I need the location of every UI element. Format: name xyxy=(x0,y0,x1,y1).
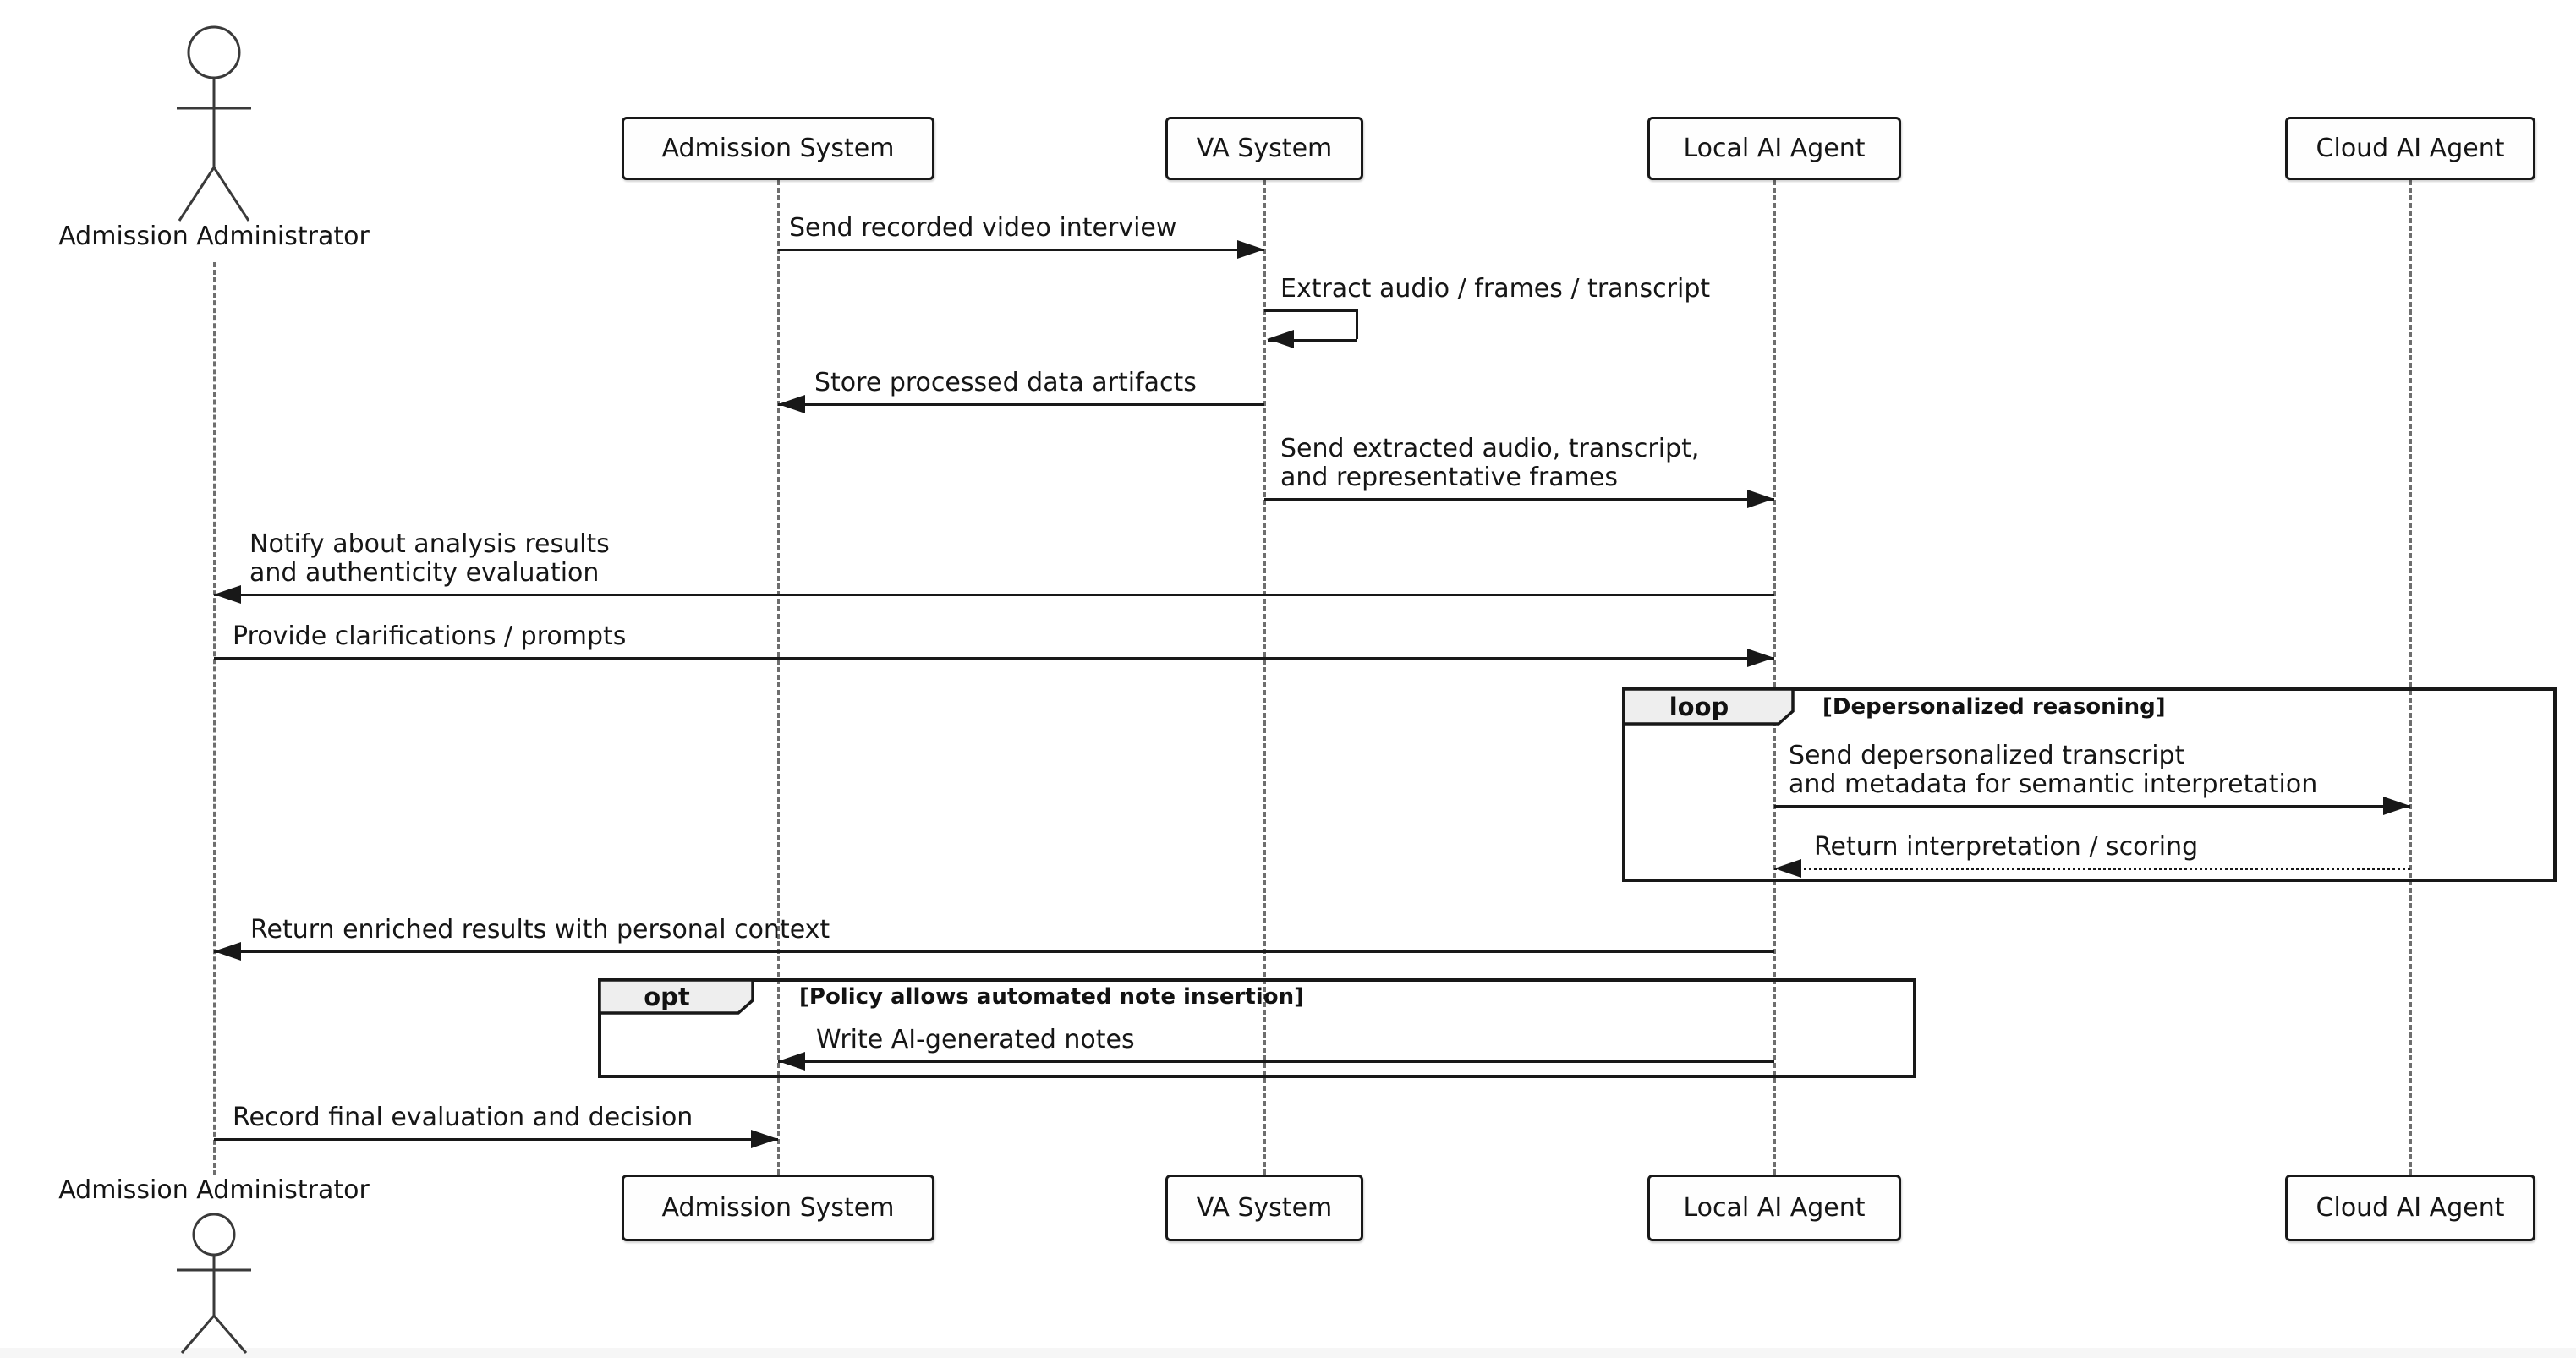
participant-label: Cloud AI Agent xyxy=(2316,1193,2505,1223)
participant-box-bottom-va: VA System xyxy=(1165,1175,1363,1241)
viewport-bottom-edge xyxy=(0,1348,2576,1358)
actor-label-top: Admission Administrator xyxy=(58,222,370,251)
participant-box-bottom-local_ai: Local AI Agent xyxy=(1647,1175,1901,1241)
participant-box-top-va: VA System xyxy=(1165,117,1363,180)
actor-label-bottom: Admission Administrator xyxy=(58,1175,370,1205)
message-label-line: Notify about analysis results xyxy=(249,529,610,559)
message-arrowhead xyxy=(2383,797,2410,815)
message-label-line: Return enriched results with personal co… xyxy=(250,915,830,945)
message-arrowhead xyxy=(778,1052,805,1071)
message-arrowhead xyxy=(1237,240,1264,259)
message-label-line: Send recorded video interview xyxy=(789,213,1177,243)
message-arrow xyxy=(1264,497,1774,501)
message-arrow xyxy=(778,1060,1774,1063)
fragment-loop-frame xyxy=(1622,687,2557,882)
lifeline-admission_system xyxy=(776,180,780,1175)
actor-figure-bottom xyxy=(177,1213,251,1354)
message-arrowhead xyxy=(1747,649,1774,667)
participant-box-top-admission_system: Admission System xyxy=(622,117,934,180)
fragment-operator: loop xyxy=(1669,692,1729,721)
participant-label: VA System xyxy=(1196,134,1333,163)
fragment-guard: [Policy allows automated note insertion] xyxy=(799,984,1304,1010)
message-label-line: Store processed data artifacts xyxy=(814,368,1197,397)
fragment-guard: [Depersonalized reasoning] xyxy=(1822,694,2166,720)
message-label-line: and representative frames xyxy=(1280,463,1618,492)
participant-label: Admission System xyxy=(661,134,895,163)
participant-box-top-local_ai: Local AI Agent xyxy=(1647,117,1901,180)
fragment-opt-label-pentagon xyxy=(598,978,754,1015)
message-label-line: Write AI-generated notes xyxy=(816,1025,1135,1054)
participant-box-bottom-cloud_ai: Cloud AI Agent xyxy=(2285,1175,2535,1241)
fragment-operator: opt xyxy=(644,982,690,1011)
lifeline-cloud_ai xyxy=(2409,180,2412,1175)
participant-label: Local AI Agent xyxy=(1683,134,1866,163)
participant-label: Admission System xyxy=(661,1193,895,1223)
message-arrowhead xyxy=(1774,859,1801,878)
message-label-line: Send depersonalized transcript xyxy=(1789,741,2185,770)
actor-figure-top xyxy=(177,25,251,222)
lifeline-local_ai xyxy=(1773,180,1776,1175)
message-label-line: Record final evaluation and decision xyxy=(233,1103,693,1132)
message-label-line: Provide clarifications / prompts xyxy=(233,622,627,651)
fragment-loop-label-pentagon xyxy=(1622,687,1795,726)
message-arrowhead xyxy=(1267,330,1294,348)
participant-label: Cloud AI Agent xyxy=(2316,134,2505,163)
message-arrowhead xyxy=(751,1130,778,1148)
lifeline-va xyxy=(1263,180,1266,1175)
message-label-line: Return interpretation / scoring xyxy=(1814,832,2199,862)
participant-label: VA System xyxy=(1196,1193,1333,1223)
message-arrowhead xyxy=(214,585,241,604)
message-arrow xyxy=(778,248,1264,251)
message-arrow xyxy=(1774,804,2410,808)
message-self-side xyxy=(1355,309,1358,339)
participant-box-top-cloud_ai: Cloud AI Agent xyxy=(2285,117,2535,180)
message-arrowhead xyxy=(1747,490,1774,508)
message-label-line: and authenticity evaluation xyxy=(249,558,600,588)
message-arrowhead xyxy=(214,942,241,961)
message-self-bottom xyxy=(1268,338,1357,342)
message-arrow xyxy=(214,950,1774,953)
message-label-line: and metadata for semantic interpretation xyxy=(1789,769,2318,799)
message-arrow xyxy=(1774,867,2410,870)
fragment-opt-frame xyxy=(598,978,1916,1078)
participant-box-bottom-admission_system: Admission System xyxy=(622,1175,934,1241)
message-arrowhead xyxy=(778,395,805,413)
message-arrow xyxy=(214,656,1774,660)
message-arrow xyxy=(214,593,1774,596)
lifeline-admin xyxy=(212,262,216,1175)
message-self-top xyxy=(1264,309,1357,312)
message-arrow xyxy=(214,1137,778,1141)
message-label-line: Send extracted audio, transcript, xyxy=(1280,434,1700,463)
message-label-line: Extract audio / frames / transcript xyxy=(1280,274,1711,304)
message-arrow xyxy=(778,402,1264,406)
participant-label: Local AI Agent xyxy=(1683,1193,1866,1223)
